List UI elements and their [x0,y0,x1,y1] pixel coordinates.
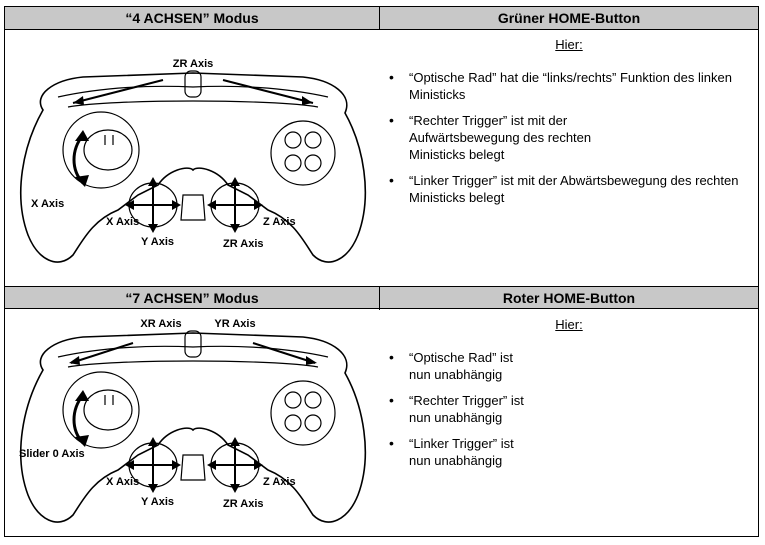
header-divider [379,7,380,30]
bullet-right-trigger: “Rechter Trigger” ist mit der Aufwärtsbe… [389,112,599,163]
xr-yr-axis-arrows [69,342,317,365]
left-stick-cross-arrows [125,177,181,233]
right-stick-cross-arrows [207,177,263,233]
label-z-axis: Z Axis [263,476,296,488]
right-stick-cross-arrows [207,437,263,493]
gamepad-outline [19,70,367,263]
bullet-left-trigger: “Linker Trigger” ist mit der Abwärtsbewe… [389,172,765,206]
bullet-right-trigger: “Rechter Trigger” ist nun unabhängig [389,392,529,426]
document-frame: “4 ACHSEN” Modus Grüner HOME-Button [4,6,759,537]
label-x-axis-cross: X Axis [106,216,139,228]
label-x-axis-left: X Axis [31,198,64,210]
gamepad-diagram-4-axes: ZR Axis X Axis X Axis Y Axis ZR Axis Z A… [19,58,367,263]
label-xr-axis: XR Axis [140,318,181,330]
bullet-list-7-axes: “Optische Rad” ist nun unabhängig “Recht… [383,349,765,478]
label-z-axis: Z Axis [263,216,296,228]
hier-label-top: Hier: [555,37,583,52]
label-zr-axis-top: ZR Axis [173,58,214,70]
label-y-axis: Y Axis [141,496,174,508]
hier-label-bottom: Hier: [555,317,583,332]
header-red-home-button: Roter HOME-Button [502,290,636,306]
gamepad-diagram-7-axes: XR Axis YR Axis Slider 0 Axis X Axis Y A… [19,318,367,523]
header-4-axes-mode: “4 ACHSEN” Modus [125,10,259,26]
label-zr-axis-bottom: ZR Axis [223,238,264,250]
label-yr-axis: YR Axis [214,318,255,330]
header-green-home-button: Grüner HOME-Button [497,10,641,26]
header-7-axes-mode: “7 ACHSEN” Modus [125,290,259,306]
label-x-axis-cross: X Axis [106,476,139,488]
label-zr-axis-bottom: ZR Axis [223,498,264,510]
header-row-7-axes: “7 ACHSEN” Modus Roter HOME-Button [5,286,758,310]
left-stick-cross-arrows [125,437,181,493]
header-divider [379,287,380,310]
bullet-optical-wheel: “Optische Rad” hat die “links/rechts” Fu… [389,69,765,103]
zr-axis-arrows [72,79,314,105]
header-row-4-axes: “4 ACHSEN” Modus Grüner HOME-Button [5,7,758,30]
bullet-list-4-axes: “Optische Rad” hat die “links/rechts” Fu… [383,69,765,215]
optical-wheel-arrow [72,130,89,187]
optical-wheel-arrow [72,390,89,447]
label-y-axis: Y Axis [141,236,174,248]
bullet-optical-wheel: “Optische Rad” ist nun unabhängig [389,349,519,383]
bullet-left-trigger: “Linker Trigger” ist nun unabhängig [389,435,529,469]
gamepad-outline [19,330,367,523]
label-slider-0-axis: Slider 0 Axis [19,448,85,460]
